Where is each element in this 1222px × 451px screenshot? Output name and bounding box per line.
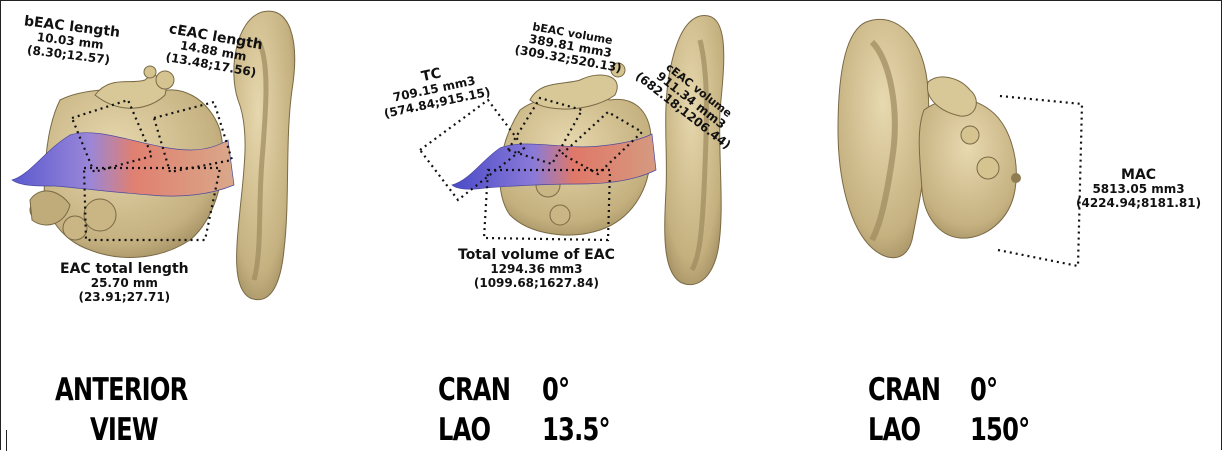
right-lao-label: LAO (868, 412, 920, 448)
bone-cell (1011, 173, 1021, 183)
mac-title: MAC (1076, 168, 1201, 183)
bone-cell (977, 157, 999, 179)
bone-cell (63, 216, 87, 240)
right-cran-value: 0° (970, 372, 997, 408)
mac-label: MAC 5813.05 mm3 (4224.94;8181.81) (1076, 168, 1201, 210)
middle-cran-label: CRAN (438, 372, 510, 408)
view-label-line2: VIEW (90, 412, 158, 448)
bone-cell (84, 199, 116, 231)
eac-total-length-title: EAC total length (60, 262, 189, 277)
eac-total-length-value: 25.70 mm (60, 277, 189, 290)
bone-cell (550, 205, 570, 225)
anterior-view-panel: bEAC length 10.03 mm (8.30;12.57) cEAC l… (0, 0, 400, 360)
total-volume-value: 1294.36 mm3 (458, 263, 615, 276)
bone-mass-shape (919, 99, 1016, 238)
bone-cell (144, 66, 156, 78)
mac-ci: (4224.94;8181.81) (1076, 197, 1201, 210)
total-volume-label: Total volume of EAC 1294.36 mm3 (1099.68… (458, 248, 615, 290)
middle-lao-label: LAO (438, 412, 490, 448)
eac-total-length-ci: (23.91;27.71) (60, 291, 189, 304)
total-volume-ci: (1099.68;1627.84) (458, 277, 615, 290)
bone-cell (156, 71, 174, 89)
left-edge-line (6, 430, 7, 451)
lao-13-panel: TC 709.15 mm3 (574.84;915.15) bEAC volum… (400, 0, 820, 360)
eac-total-length-label: EAC total length 25.70 mm (23.91;27.71) (60, 262, 189, 304)
lao-150-panel: MAC 5813.05 mm3 (4224.94;8181.81) (820, 0, 1220, 360)
auricle-shape (665, 16, 724, 285)
mac-value: 5813.05 mm3 (1076, 183, 1201, 196)
total-volume-title: Total volume of EAC (458, 248, 615, 263)
view-label-line1: ANTERIOR (55, 372, 188, 408)
right-lao-value: 150° (970, 412, 1029, 448)
bone-cell (961, 126, 979, 144)
right-cran-label: CRAN (868, 372, 940, 408)
middle-lao-value: 13.5° (542, 412, 610, 448)
middle-cran-value: 0° (542, 372, 569, 408)
